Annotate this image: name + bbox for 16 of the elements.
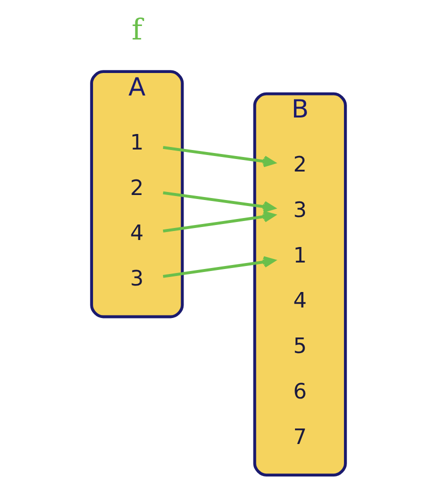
node-text: 1 — [130, 130, 144, 156]
node-text: 4 — [292, 288, 306, 314]
arrow — [162, 146, 275, 168]
node-text: 2 — [130, 176, 144, 201]
node-text: 3 — [292, 198, 306, 223]
arrow — [162, 256, 275, 278]
node-text: 1 — [292, 243, 306, 268]
arrow — [162, 210, 275, 233]
arrow — [162, 191, 275, 212]
node-text: 2 — [292, 152, 306, 178]
node-text: 3 — [130, 266, 144, 292]
node-text: 5 — [292, 334, 306, 360]
node-text: 4 — [130, 221, 144, 246]
label: f — [131, 12, 142, 46]
node-text: 7 — [292, 424, 306, 450]
node-text: 6 — [292, 379, 306, 404]
